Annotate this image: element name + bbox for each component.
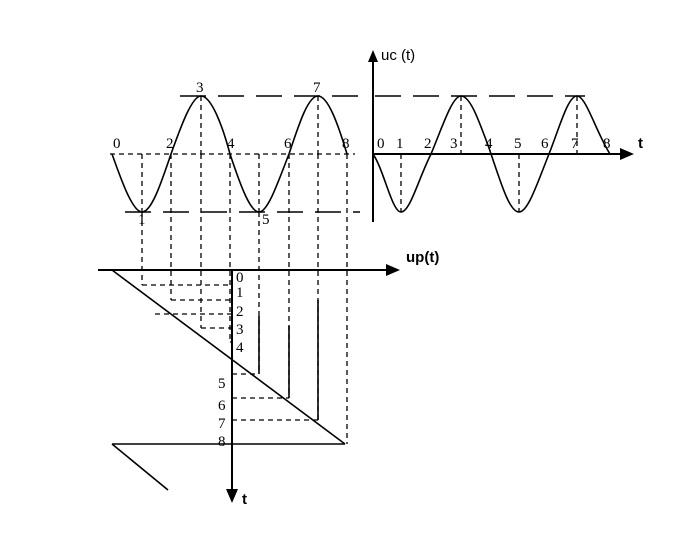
up-axis-label: up(t)	[406, 249, 439, 266]
uc-label-8: 8	[603, 136, 611, 152]
uc-label-0: 0	[377, 136, 385, 152]
screen-label-2: 2	[166, 136, 174, 152]
uc-signal-panel: uc (t) t 0 1 2 3 4 5 6 7 8	[368, 47, 643, 222]
sweep-label-0: 0	[236, 270, 244, 286]
screen-label-4: 4	[227, 136, 235, 152]
uc-label-3: 3	[450, 136, 458, 152]
sweep-ramp-next	[111, 443, 169, 491]
uc-label-2: 2	[424, 136, 432, 152]
screen-label-7: 7	[313, 80, 321, 96]
sweep-panel: up(t) t 0 1 2 3 4 5 6 7 8	[98, 249, 439, 508]
screen-label-0: 0	[113, 136, 121, 152]
sweep-label-7: 7	[218, 416, 226, 432]
up-axis-arrowhead	[386, 264, 400, 276]
sweep-label-6: 6	[218, 398, 226, 414]
uc-time-arrowhead	[620, 148, 634, 160]
screen-label-5: 5	[262, 212, 270, 228]
uc-sine-curve	[372, 95, 611, 213]
sweep-label-1: 1	[236, 285, 244, 301]
sweep-time-axis-label: t	[242, 491, 247, 508]
uc-label-4: 4	[485, 136, 493, 152]
sweep-label-4: 4	[236, 340, 244, 356]
uc-axis-label: uc (t)	[381, 47, 415, 64]
uc-label-1: 1	[396, 136, 404, 152]
uc-label-5: 5	[514, 136, 522, 152]
uc-label-6: 6	[541, 136, 549, 152]
screen-waveform-panel: 0 1 2 3 4 5 6 7 8	[110, 80, 360, 228]
uc-time-axis-label: t	[638, 135, 643, 152]
screen-label-1: 1	[138, 212, 146, 228]
screen-label-3: 3	[196, 80, 204, 96]
sweep-ramp	[111, 269, 346, 445]
screen-label-8: 8	[342, 136, 350, 152]
sweep-label-3: 3	[236, 322, 244, 338]
sweep-label-8: 8	[218, 434, 226, 450]
projection-lines	[141, 154, 348, 444]
sweep-label-5: 5	[218, 376, 226, 392]
uc-label-7: 7	[571, 136, 579, 152]
sweep-time-arrowhead	[226, 489, 238, 503]
sweep-label-2: 2	[236, 304, 244, 320]
screen-label-6: 6	[284, 136, 292, 152]
uc-axis-arrowhead	[368, 50, 378, 62]
